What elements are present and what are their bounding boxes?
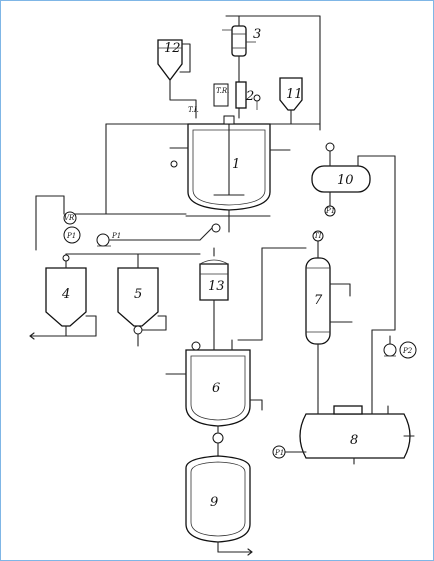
pump-label: P1 [111,232,121,240]
drum-10: 10 P1 [311,142,396,331]
label-4: 4 [61,287,70,302]
vessel-11: 11 [271,77,303,125]
label-3: 3 [253,27,261,42]
vessel-12: 12 T.I. [157,39,199,119]
vessel-5: 5 [117,253,167,347]
vessel-13: 13 [199,247,229,331]
tr-instrument: T.R. [213,83,229,107]
p1-bottom-label: P1 [274,449,284,457]
p2-pump: P2 [371,329,417,401]
tr-label: T.R. [216,87,229,95]
label-9: 9 [210,495,218,510]
reactor-1: 1 [105,115,321,233]
label-1: 1 [232,157,240,172]
label-5: 5 [134,287,142,302]
p1-left-label: P1 [66,232,76,240]
label-11: 11 [286,87,303,102]
tank-8: 8 P1 [272,397,415,465]
vr-label: VR [64,214,75,222]
label-12: 12 [164,41,181,56]
p1-v10-label: P1 [325,207,335,215]
ti-small-label: TI [314,232,322,240]
vessel-2: 2 [235,81,261,110]
condenser-3: 3 [222,15,321,131]
vessel-4: 4 [29,253,201,340]
column-7: 7 TI [237,230,353,399]
label-2: 2 [245,89,254,104]
label-8: 8 [350,433,358,448]
label-7: 7 [314,293,323,308]
left-instruments: VR P1 P1 [35,123,221,251]
reactor-6: 6 [165,329,263,457]
label-13: 13 [208,279,225,294]
ti-label: T.I. [188,106,199,114]
reactor-9: 9 [185,455,253,556]
p2-label: P2 [402,347,413,355]
label-6: 6 [212,381,220,396]
label-10: 10 [337,173,354,188]
